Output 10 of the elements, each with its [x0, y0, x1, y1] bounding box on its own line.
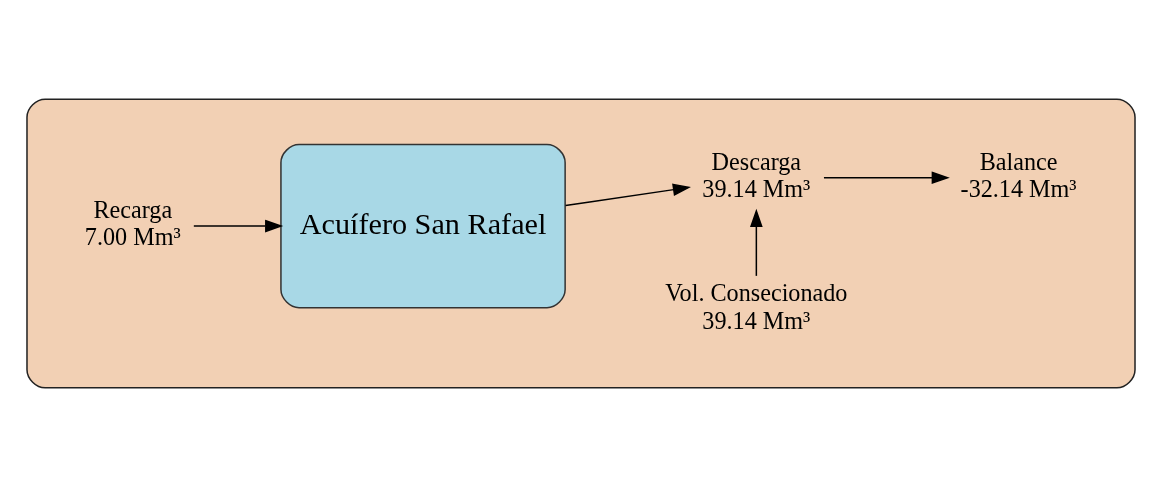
cluster [26, 98, 1136, 389]
arrow [564, 183, 691, 207]
node-text: Descarga 39.14 Mm³ [702, 147, 811, 203]
arrow [823, 171, 950, 185]
node-text: Vol. Consecionado 39.14 Mm³ [665, 279, 848, 334]
arrow [193, 219, 284, 233]
node-box: Acuífero San Rafael [280, 143, 566, 309]
node-text: Balance -32.14 Mm³ [960, 147, 1077, 203]
node-text: Recarga 7.00 Mm³ [84, 196, 181, 251]
arrow [750, 208, 763, 277]
